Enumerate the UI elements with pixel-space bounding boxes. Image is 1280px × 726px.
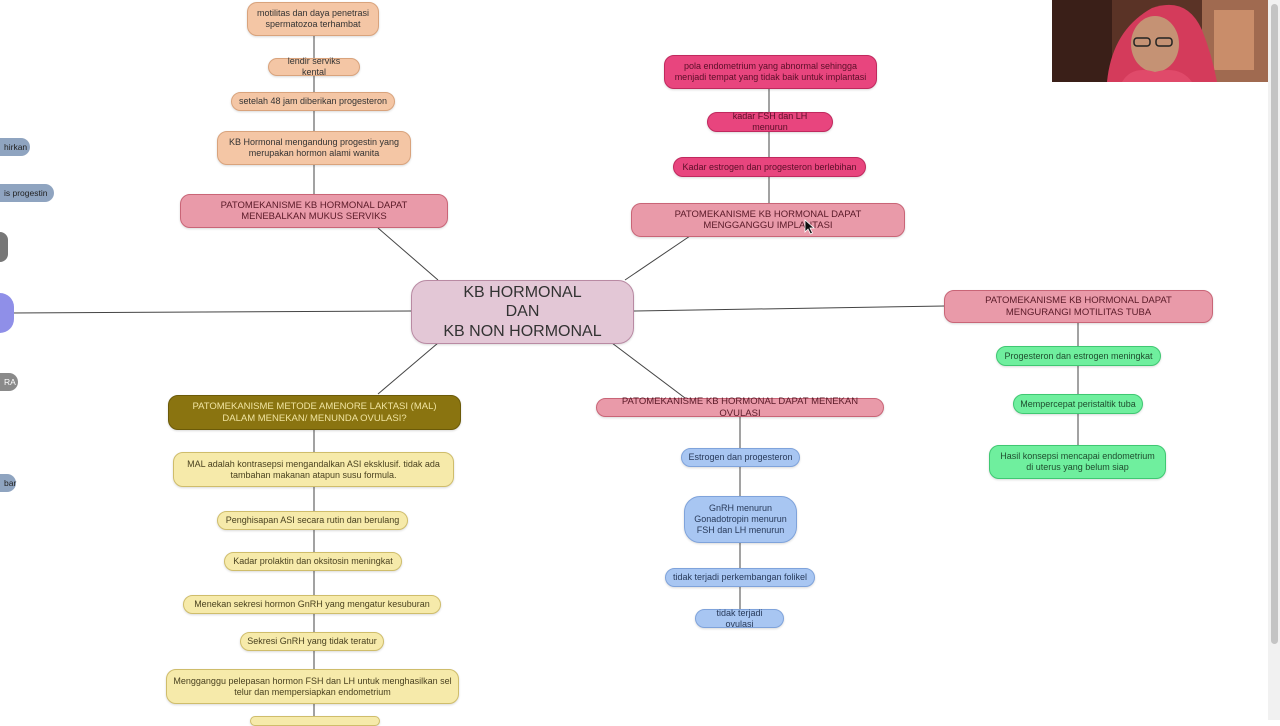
implantasi-step-3[interactable]: pola endometrium yang abnormal sehingga … xyxy=(664,55,877,89)
implantasi-step-1[interactable]: Kadar estrogen dan progesteron berlebiha… xyxy=(673,157,866,177)
ovulasi-step-1[interactable]: Estrogen dan progesteron xyxy=(681,448,800,467)
mal-step-3[interactable]: Kadar prolaktin dan oksitosin meningkat xyxy=(224,552,402,571)
mal-step-4[interactable]: Menekan sekresi hormon GnRH yang mengatu… xyxy=(183,595,441,614)
mal-step-1[interactable]: MAL adalah kontrasepsi mengandalkan ASI … xyxy=(173,452,454,487)
left-stub-3[interactable]: RA xyxy=(0,373,18,391)
tuba-step-2[interactable]: Mempercepat peristaltik tuba xyxy=(1013,394,1143,414)
central-topic[interactable]: KB HORMONAL DAN KB NON HORMONAL xyxy=(411,280,634,344)
serviks-step-4[interactable]: motilitas dan daya penetrasi spermatozoa… xyxy=(247,2,379,36)
branch-tuba-title[interactable]: PATOMEKANISME KB HORMONAL DAPAT MENGURAN… xyxy=(944,290,1213,323)
implantasi-step-2[interactable]: kadar FSH dan LH menurun xyxy=(707,111,833,132)
mal-step-2[interactable]: Penghisapan ASI secara rutin dan berulan… xyxy=(217,511,408,530)
scrollbar-thumb[interactable] xyxy=(1271,4,1278,644)
serviks-step-2[interactable]: setelah 48 jam diberikan progesteron xyxy=(231,92,395,111)
mal-step-6[interactable]: Mengganggu pelepasan hormon FSH dan LH u… xyxy=(166,669,459,704)
central-topic-line-1: KB HORMONAL xyxy=(463,284,582,302)
ovulasi-step-2[interactable]: GnRH menurun Gonadotropin menurun FSH da… xyxy=(684,496,797,543)
webcam-overlay xyxy=(1052,0,1268,82)
central-topic-line-3: KB NON HORMONAL xyxy=(443,322,602,340)
left-stub-4[interactable]: bar xyxy=(0,474,16,492)
left-stub-gray[interactable] xyxy=(0,232,8,262)
mouse-cursor-icon xyxy=(804,219,816,235)
serviks-step-3[interactable]: lendir serviks kental xyxy=(268,56,360,77)
left-stub-purple[interactable] xyxy=(0,293,14,333)
central-topic-line-2: DAN xyxy=(505,303,540,321)
tuba-step-3[interactable]: Hasil konsepsi mencapai endometrium di u… xyxy=(989,445,1166,479)
mal-step-5[interactable]: Sekresi GnRH yang tidak teratur xyxy=(240,632,384,651)
branch-serviks-title[interactable]: PATOMEKANISME KB HORMONAL DAPAT MENEBALK… xyxy=(180,194,448,228)
branch-mal-title[interactable]: PATOMEKANISME METODE AMENORE LAKTASI (MA… xyxy=(168,395,461,430)
ovulasi-step-3[interactable]: tidak terjadi perkembangan folikel xyxy=(665,568,815,587)
left-stub-1[interactable]: hirkan xyxy=(0,138,30,156)
serviks-step-1[interactable]: KB Hormonal mengandung progestin yang me… xyxy=(217,131,411,165)
ovulasi-step-4[interactable]: tidak terjadi ovulasi xyxy=(695,608,784,629)
branch-ovulasi-title[interactable]: PATOMEKANISME KB HORMONAL DAPAT MENEKAN … xyxy=(596,396,884,419)
left-stub-2[interactable]: is progestin xyxy=(0,184,54,202)
presenter-avatar xyxy=(1052,0,1268,82)
vertical-scrollbar[interactable] xyxy=(1268,0,1280,720)
branch-implantasi-title[interactable]: PATOMEKANISME KB HORMONAL DAPAT MENGGANG… xyxy=(631,203,905,237)
tuba-step-1[interactable]: Progesteron dan estrogen meningkat xyxy=(996,346,1161,366)
mal-step-7-partial[interactable] xyxy=(250,716,380,726)
